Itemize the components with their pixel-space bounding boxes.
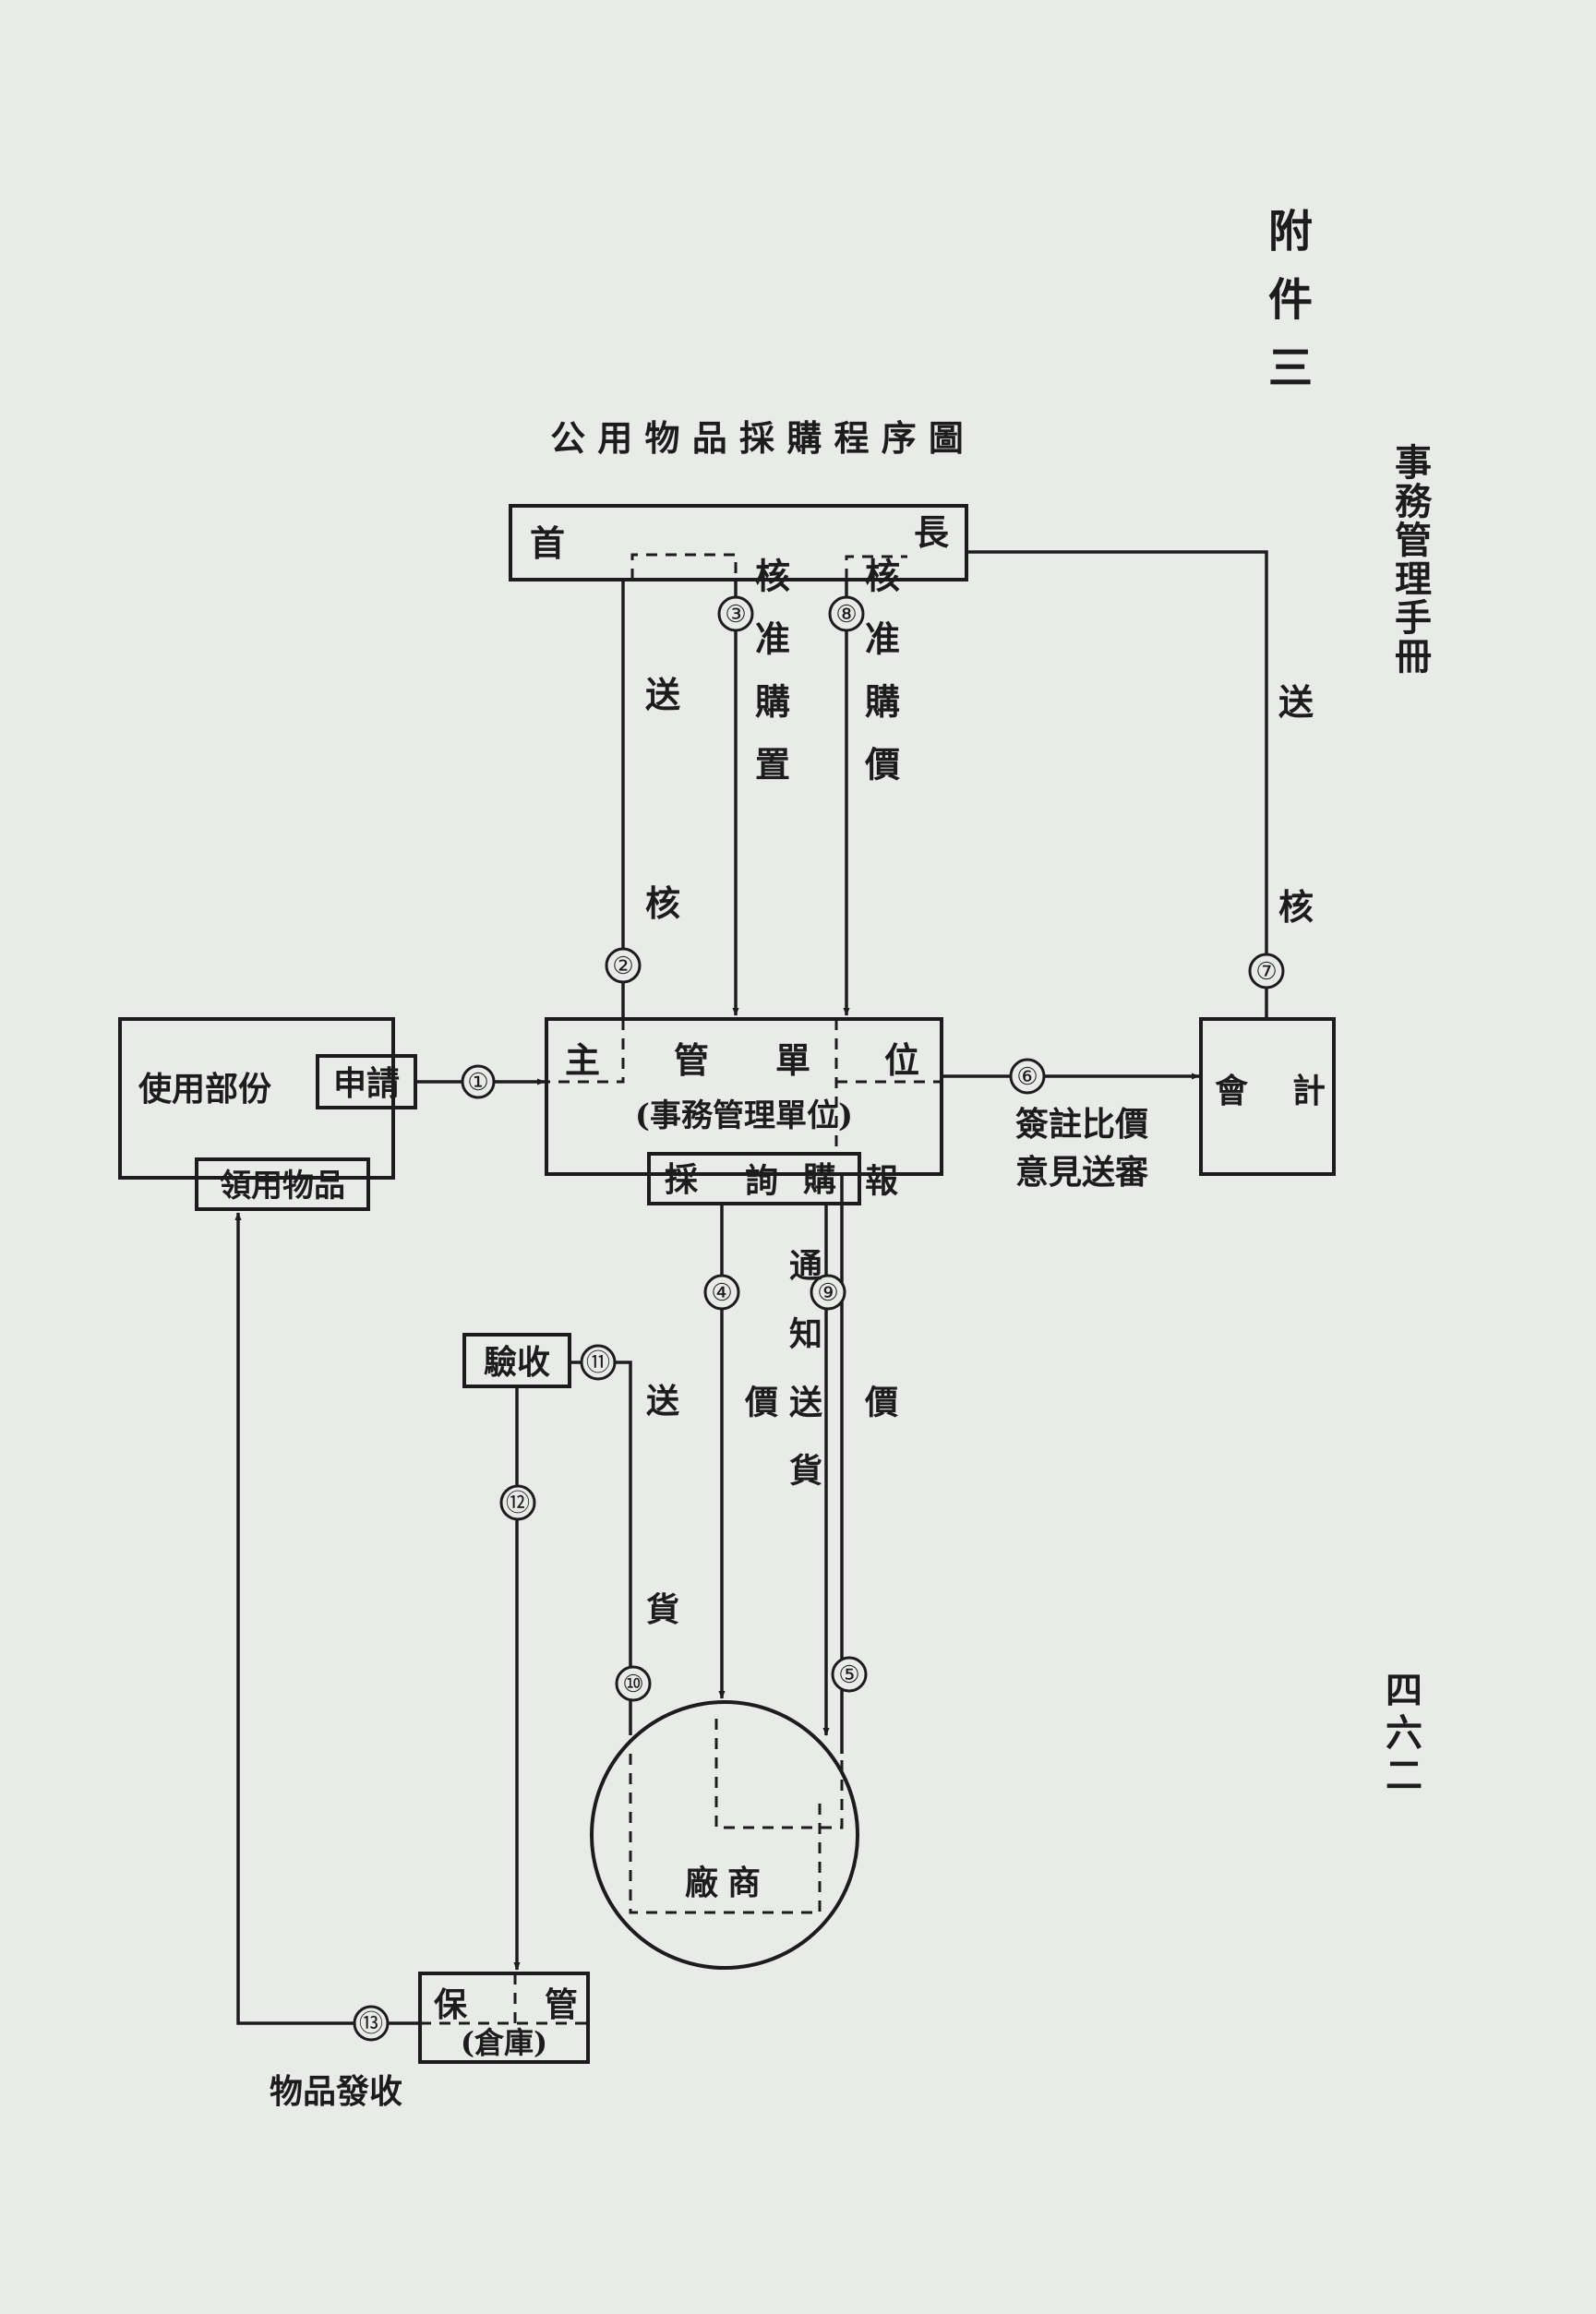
step-13-label: ⑬ xyxy=(359,2010,383,2038)
main-unit-box xyxy=(545,1017,943,1176)
side-title: 事務管理手冊 xyxy=(1388,443,1432,676)
label-approve-purchase: 核准購置 xyxy=(750,558,791,809)
head-dash-left xyxy=(630,553,738,580)
annex-label: 附件三 xyxy=(1260,208,1312,413)
head-dash-right xyxy=(845,555,907,580)
label-ship-goods-1: 送 xyxy=(646,1382,679,1421)
main-unit-char-4: 位 xyxy=(884,1039,919,1081)
vendor-dash-left xyxy=(629,1754,822,1914)
flow-13-line xyxy=(234,1212,420,2025)
main-unit-char-1: 主 xyxy=(565,1039,600,1081)
step-12-label: ⑫ xyxy=(506,1490,530,1517)
user-dept-label: 使用部份 xyxy=(138,1070,271,1109)
accounting-label-right: 計 xyxy=(1292,1072,1326,1110)
storage-sublabel: (倉庫) xyxy=(461,2025,547,2060)
main-unit-char-3: 單 xyxy=(775,1039,810,1081)
apply-label: 申請 xyxy=(333,1064,400,1103)
head-label-right: 長 xyxy=(914,511,950,553)
step-2 xyxy=(605,947,642,984)
storage-label-left: 保 xyxy=(434,1985,468,2024)
step-11-label: ⑪ xyxy=(586,1349,610,1377)
main-unit-char-2: 管 xyxy=(674,1039,709,1081)
step-3 xyxy=(717,595,754,632)
step-4 xyxy=(703,1274,740,1311)
step-10 xyxy=(615,1665,652,1702)
step-10-label: ⑩ xyxy=(622,1671,643,1698)
flow-7-line xyxy=(966,550,1268,1019)
label-notify-delivery: 通知送貨 xyxy=(784,1248,822,1521)
purchase-label-right: 購 xyxy=(803,1160,836,1199)
label-ship-goods-2: 貨 xyxy=(646,1590,679,1629)
label-issue-items: 物品發收 xyxy=(270,2072,402,2111)
label-send-review-1: 送 xyxy=(645,674,680,715)
step-11 xyxy=(580,1344,617,1381)
step-7 xyxy=(1248,953,1285,989)
step-9-label: ⑨ xyxy=(817,1279,838,1307)
main-unit-dash-left xyxy=(546,1019,625,1084)
accounting-label-left: 會 xyxy=(1215,1072,1249,1110)
step-3-label: ③ xyxy=(725,601,746,629)
receive-items-label: 領用物品 xyxy=(220,1168,345,1205)
step-9 xyxy=(810,1274,846,1311)
receive-items-box xyxy=(195,1157,370,1211)
vendor-dash-inner xyxy=(714,1719,844,1829)
step-5 xyxy=(831,1656,868,1693)
step-8 xyxy=(828,595,865,632)
step-markers xyxy=(353,595,1285,2042)
vendor-circle xyxy=(590,1700,859,1970)
storage-box xyxy=(418,1972,590,2064)
diagram-title: 公 用 物 品 採 購 程 序 圖 xyxy=(550,417,964,459)
user-dept-box xyxy=(118,1017,395,1180)
step-12 xyxy=(499,1484,536,1521)
flow-5-line xyxy=(840,1172,859,1754)
label-comment-line-1: 簽註比價 xyxy=(1015,1105,1148,1144)
step-6 xyxy=(1009,1058,1046,1095)
main-unit-subtitle: (事務管理單位) xyxy=(635,1097,853,1134)
head-box xyxy=(509,504,968,581)
step-6-label: ⑥ xyxy=(1016,1063,1038,1091)
label-send-review-2: 核 xyxy=(645,882,680,924)
step-5-label: ⑤ xyxy=(838,1661,859,1689)
label-account-review-1: 送 xyxy=(1278,681,1314,723)
purchase-box xyxy=(647,1152,861,1205)
label-comment-line-2: 意見送審 xyxy=(1015,1153,1148,1192)
page-number: 四六二 xyxy=(1379,1671,1422,1798)
inspection-label: 驗收 xyxy=(484,1343,550,1382)
step-1 xyxy=(461,1064,496,1099)
step-2-label: ② xyxy=(612,953,633,980)
label-inquire-price: 詢價 xyxy=(739,1162,779,1606)
label-account-review-2: 核 xyxy=(1278,886,1314,928)
vendor-label: 廠商 xyxy=(685,1864,770,1902)
step-8-label: ⑧ xyxy=(835,601,857,629)
label-approve-price: 核准購價 xyxy=(859,558,901,809)
step-7-label: ⑦ xyxy=(1255,958,1277,986)
step-13 xyxy=(353,2005,390,2042)
label-quote-price: 報價 xyxy=(859,1163,899,1606)
step-4-label: ④ xyxy=(711,1279,732,1307)
step-1-label: ① xyxy=(467,1069,488,1097)
storage-label-right: 管 xyxy=(545,1985,578,2024)
head-label-left: 首 xyxy=(530,522,565,564)
storage-dash xyxy=(420,1973,588,2025)
purchase-label-left: 採 xyxy=(665,1160,699,1199)
